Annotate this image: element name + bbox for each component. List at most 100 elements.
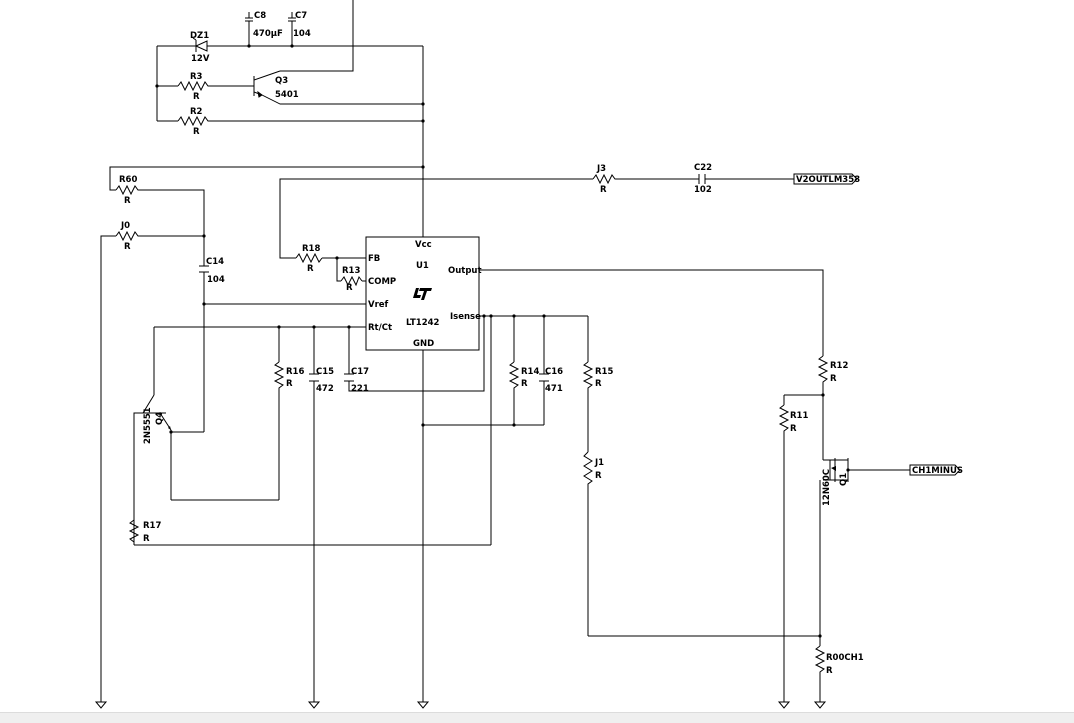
r3-value: R	[193, 92, 200, 102]
capacitor-c15: C15 472	[309, 367, 334, 394]
pin-vcc: Vcc	[415, 240, 432, 250]
resistor-r15: R15 R	[582, 361, 613, 392]
ground-icon	[813, 701, 827, 709]
ground-symbols	[94, 701, 827, 709]
ic-part: LT1242	[406, 318, 440, 328]
j3-ref: J3	[596, 164, 606, 174]
r18-ref: R18	[302, 244, 320, 254]
r14-ref: R14	[521, 367, 539, 377]
pin-gnd: GND	[413, 339, 434, 349]
dz1-value: 12V	[191, 54, 210, 64]
j1-ref: J1	[594, 458, 604, 468]
c16-ref: C16	[545, 367, 563, 377]
pin-vref: Vref	[368, 300, 389, 310]
r14-value: R	[521, 379, 528, 389]
junction-dots	[155, 44, 850, 638]
c22-value: 102	[694, 185, 712, 195]
r12-ref: R12	[830, 361, 848, 371]
r18-value: R	[307, 264, 314, 274]
pin-fb: FB	[368, 254, 380, 264]
resistor-r11: R11 R	[778, 404, 808, 435]
resistor-j1: J1 R	[583, 451, 604, 486]
r17-ref: R17	[143, 521, 161, 531]
c22-ref: C22	[694, 163, 712, 173]
r11-value: R	[790, 424, 797, 434]
resistor-j0: J0 R	[115, 221, 140, 252]
r15-value: R	[595, 379, 602, 389]
c8-value: 470µF	[253, 29, 283, 39]
r00ch1-ref: R00CH1	[826, 653, 864, 663]
r15-ref: R15	[595, 367, 613, 377]
resistor-r14: R14 R	[508, 361, 539, 392]
wires	[100, 0, 910, 702]
r2-value: R	[193, 127, 200, 137]
pin-comp: COMP	[368, 277, 396, 287]
r3-ref: R3	[190, 72, 203, 82]
capacitor-c16: C16 471	[539, 367, 563, 394]
q1-ref: Q1	[839, 473, 849, 486]
pin-isense: Isense	[450, 312, 481, 322]
transistor-q3: Q3 5401	[248, 70, 299, 100]
ic-ref: U1	[416, 261, 429, 271]
q4-ref: Q4	[155, 412, 165, 425]
c16-value: 471	[545, 384, 563, 394]
lt-logo	[413, 288, 432, 300]
q3-ref: Q3	[275, 76, 288, 86]
resistor-r3: R3 R	[177, 72, 212, 102]
resistor-r16: R16 R	[273, 361, 304, 392]
ground-icon	[416, 701, 430, 709]
r2-ref: R2	[190, 107, 203, 117]
r60-ref: R60	[119, 175, 137, 185]
j1-value: R	[595, 471, 602, 481]
c14-value: 104	[207, 275, 225, 285]
r00ch1-value: R	[826, 666, 833, 676]
resistor-r2: R2 R	[177, 107, 212, 137]
c14-ref: C14	[206, 257, 224, 267]
ch1minus-label: CH1MINUS	[912, 466, 963, 476]
dz1-ref: DZ1	[190, 31, 209, 41]
capacitor-c14: C14 104	[199, 257, 225, 285]
ground-icon	[307, 701, 321, 709]
j3-value: R	[600, 185, 607, 195]
r13-value: R	[346, 283, 353, 293]
r13-ref: R13	[342, 266, 360, 276]
r16-value: R	[286, 379, 293, 389]
pin-output: Output	[448, 266, 482, 276]
window-bottom-bar	[0, 712, 1074, 723]
c7-value: 104	[293, 29, 311, 39]
resistor-r12: R12 R	[817, 355, 848, 386]
resistor-r17: R17 R	[128, 519, 161, 545]
port-v2outlm358: V2OUTLM358	[793, 173, 860, 185]
q3-value: 5401	[275, 90, 299, 100]
c15-value: 472	[316, 384, 334, 394]
c17-ref: C17	[351, 367, 369, 377]
ic-u1-lt1242: Vcc U1 FB COMP Vref Rt/Ct Output Isense …	[365, 236, 482, 351]
capacitor-c7: C7 104	[288, 11, 311, 39]
ground-icon	[94, 701, 108, 709]
resistor-j3: J3 R	[592, 164, 618, 195]
capacitor-c22: C22 102	[694, 163, 712, 195]
c17-value: 221	[351, 384, 369, 394]
transistor-q4: 2N5551 Q4	[138, 394, 172, 444]
v2out-label: V2OUTLM358	[796, 175, 860, 185]
q4-value: 2N5551	[143, 407, 153, 444]
mosfet-q1: 12N60C Q1	[822, 458, 849, 506]
pin-rtct: Rt/Ct	[368, 323, 392, 333]
r12-value: R	[830, 374, 837, 384]
c8-ref: C8	[254, 11, 266, 21]
q1-value: 12N60C	[822, 469, 832, 506]
r17-value: R	[143, 534, 150, 544]
resistor-r00ch1: R00CH1 R	[814, 645, 864, 676]
j0-ref: J0	[120, 221, 130, 231]
resistor-r60: R60 R	[115, 175, 140, 206]
resistor-r18: R18 R	[295, 244, 323, 274]
r16-ref: R16	[286, 367, 304, 377]
port-ch1minus: CH1MINUS	[909, 464, 963, 476]
ground-icon	[777, 701, 791, 709]
r11-ref: R11	[790, 411, 808, 421]
c15-ref: C15	[316, 367, 334, 377]
j0-value: R	[124, 242, 131, 252]
c7-ref: C7	[295, 11, 307, 21]
capacitor-c17: C17 221	[344, 367, 369, 394]
